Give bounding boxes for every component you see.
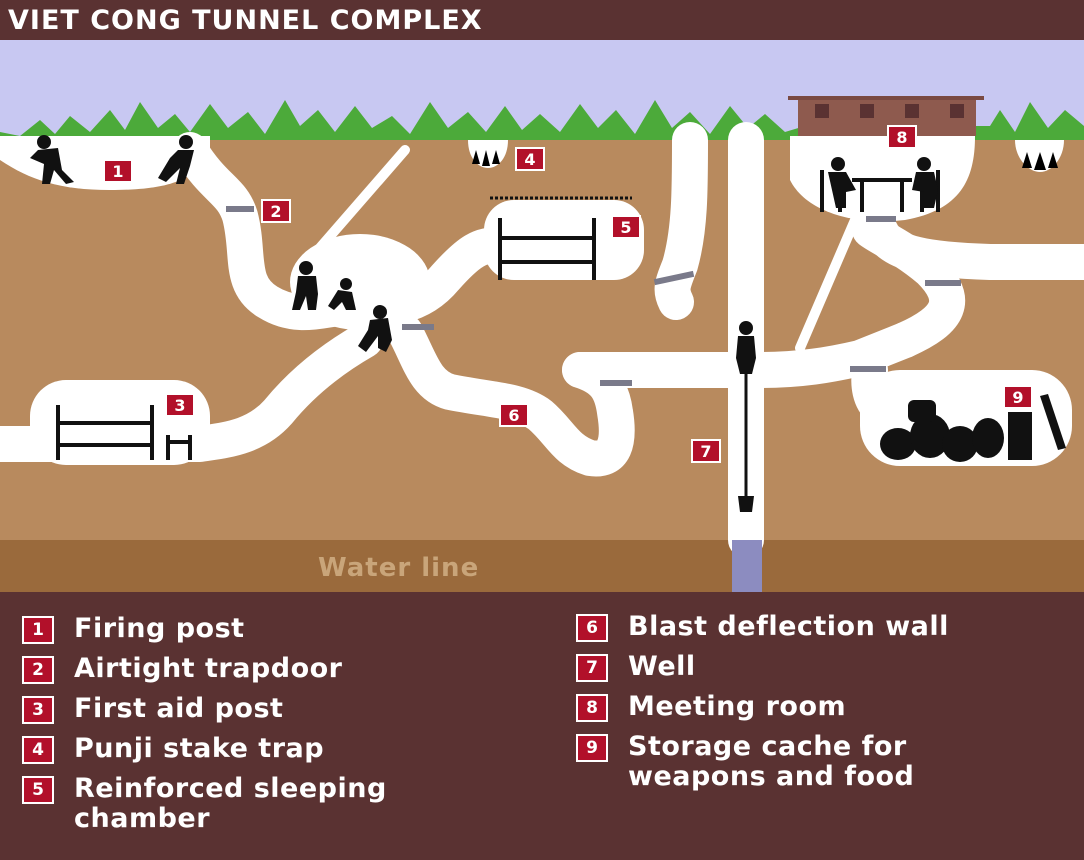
soldier-figures — [30, 135, 938, 374]
legend-item-punji-stake-trap: 4 Punji stake trap — [22, 734, 542, 764]
marker-7: 7 — [691, 439, 721, 463]
legend-label: First aid post — [74, 693, 284, 724]
legend-number: 9 — [576, 734, 608, 762]
marker-4-label: 4 — [524, 150, 535, 169]
marker-1-label: 1 — [112, 162, 123, 181]
marker-7-label: 7 — [700, 442, 711, 461]
punji-stakes — [472, 150, 1058, 170]
legend-label: Well — [628, 651, 696, 682]
legend-number: 7 — [576, 654, 608, 682]
water-line-label: Water line — [318, 553, 479, 583]
marker-3-label: 3 — [174, 396, 185, 415]
legend-item-sleeping-chamber: 5 Reinforced sleeping chamber — [22, 774, 542, 834]
marker-9: 9 — [1003, 385, 1033, 409]
legend-item-firing-post: 1 Firing post — [22, 614, 542, 644]
marker-5-label: 5 — [620, 218, 631, 237]
legend-number: 8 — [576, 694, 608, 722]
legend-label: Airtight trapdoor — [74, 653, 343, 684]
legend-number: 1 — [22, 616, 54, 644]
water-layer — [0, 540, 1084, 592]
legend-number: 5 — [22, 776, 54, 804]
marker-8-label: 8 — [896, 128, 907, 147]
marker-6-label: 6 — [508, 406, 519, 425]
legend-label: Meeting room — [628, 691, 847, 722]
diagram-title: VIET CONG TUNNEL COMPLEX — [8, 5, 483, 36]
legend-item-first-aid-post: 3 First aid post — [22, 694, 542, 724]
legend-item-airtight-trapdoor: 2 Airtight trapdoor — [22, 654, 542, 684]
legend-item-blast-deflection-wall: 6 Blast deflection wall — [576, 612, 1076, 642]
marker-4: 4 — [515, 147, 545, 171]
legend-number: 2 — [22, 656, 54, 684]
legend-label: Storage cache for weapons and food — [628, 731, 915, 792]
marker-5: 5 — [611, 215, 641, 239]
legend-item-well: 7 Well — [576, 652, 1076, 682]
tunnel-scene: 1 2 3 4 5 6 7 8 — [0, 40, 1084, 592]
legend-right: 6 Blast deflection wall 7 Well 8 Meeting… — [576, 612, 1076, 802]
trapdoors — [226, 206, 961, 386]
well-water — [732, 540, 762, 592]
marker-9-label: 9 — [1012, 388, 1023, 407]
marker-8: 8 — [887, 125, 917, 149]
legend-item-meeting-room: 8 Meeting room — [576, 692, 1076, 722]
legend-label: Punji stake trap — [74, 733, 325, 764]
well-rope — [738, 374, 754, 512]
legend-number: 3 — [22, 696, 54, 724]
beds — [56, 196, 632, 460]
marker-3: 3 — [165, 393, 195, 417]
legend-label: Firing post — [74, 613, 245, 644]
marker-2-label: 2 — [270, 202, 281, 221]
legend-left: 1 Firing post 2 Airtight trapdoor 3 Firs… — [22, 614, 542, 844]
marker-1: 1 — [103, 159, 133, 183]
marker-6: 6 — [499, 403, 529, 427]
surface-building — [788, 96, 984, 136]
legend-number: 4 — [22, 736, 54, 764]
legend-number: 6 — [576, 614, 608, 642]
storage-supplies — [880, 394, 1066, 462]
legend-label: Blast deflection wall — [628, 611, 949, 642]
legend-label: Reinforced sleeping chamber — [74, 773, 387, 834]
legend-item-storage-cache: 9 Storage cache for weapons and food — [576, 732, 1076, 792]
marker-2: 2 — [261, 199, 291, 223]
